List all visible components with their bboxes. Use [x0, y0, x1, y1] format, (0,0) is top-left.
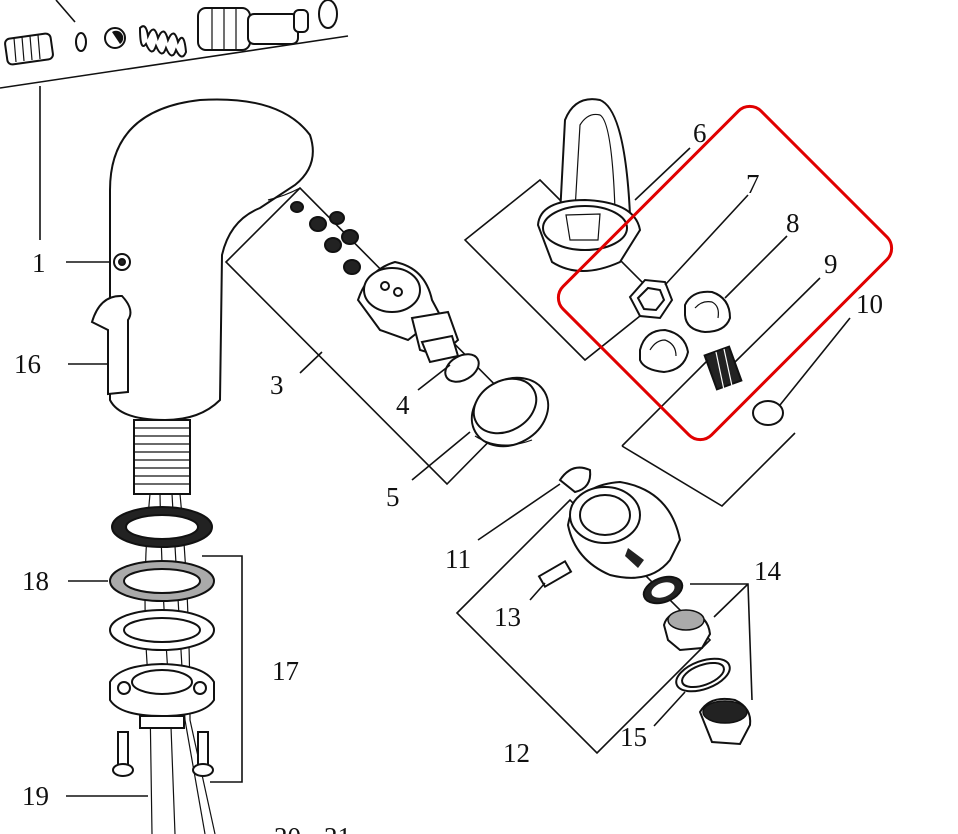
spare-parts-strip — [0, 0, 349, 89]
label-11: 11 — [445, 544, 471, 574]
label-14: 14 — [754, 556, 782, 586]
lever-handle-6 — [536, 98, 642, 272]
faucet-body — [90, 98, 314, 834]
set-screw-13 — [537, 559, 573, 589]
label-5: 5 — [386, 482, 400, 512]
label-8: 8 — [786, 208, 800, 238]
spout-housing-12 — [566, 480, 682, 579]
label-18: 18 — [22, 566, 49, 596]
label-1: 1 — [32, 248, 46, 278]
label-3: 3 — [270, 370, 284, 400]
label-16: 16 — [14, 349, 41, 379]
cap-10 — [752, 400, 784, 426]
label-19: 19 — [22, 781, 49, 811]
highlight-box — [556, 104, 894, 442]
part-labels: 1 3 4 5 6 7 8 9 10 11 12 13 14 15 16 17 … — [14, 118, 883, 834]
label-6: 6 — [693, 118, 707, 148]
cartridge-components — [628, 278, 743, 391]
label-12: 12 — [503, 738, 530, 768]
mounting-washers — [109, 506, 215, 777]
ring-nut-5 — [470, 376, 550, 448]
label-17: 17 — [272, 656, 299, 686]
label-15: 15 — [620, 722, 647, 752]
valve-assembly — [290, 201, 460, 364]
label-21: 21 — [324, 822, 351, 834]
label-9: 9 — [824, 249, 838, 279]
label-10: 10 — [856, 289, 883, 319]
label-4: 4 — [396, 390, 410, 420]
label-7: 7 — [746, 169, 760, 199]
label-13: 13 — [494, 602, 521, 632]
label-20: 20 — [274, 822, 301, 834]
